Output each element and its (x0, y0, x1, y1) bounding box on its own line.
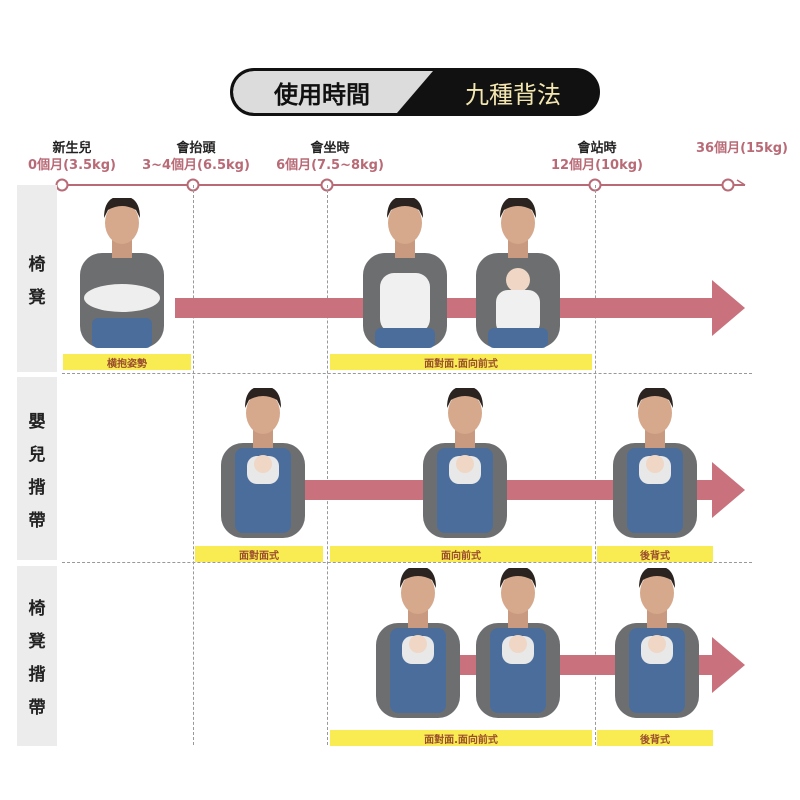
usage-time-title: 使用時間 (233, 71, 433, 113)
tag-face-in: 面對面式 (195, 546, 323, 562)
hipseat-face-out-figure (476, 568, 560, 718)
nine-ways-title: 九種背法 (465, 80, 561, 109)
tag-back-carry: 後背式 (597, 730, 713, 746)
row-label-hip-seat-carrier: 椅凳揹帶 (17, 566, 57, 746)
newborn-cradle-figure (80, 198, 164, 348)
timeline-arrow-icon (736, 179, 746, 186)
grid-line (193, 185, 194, 745)
row-label-baby-carrier: 嬰兒揹帶 (17, 377, 57, 560)
title-pill: 使用時間 九種背法 (230, 68, 600, 116)
tag-cradle-hold: 横抱姿勢 (63, 354, 191, 370)
stage-36-months: 36個月(15kg) (695, 141, 789, 156)
arrow-icon (300, 462, 745, 518)
row-label-stool: 椅凳 (17, 185, 57, 372)
arrow-icon (175, 280, 745, 336)
carrier-back-figure (613, 388, 697, 538)
hipseat-face-in-figure (376, 568, 460, 718)
carrier-face-in-figure (221, 388, 305, 538)
timeline-node (721, 178, 735, 192)
grid-line (327, 185, 328, 745)
arrow-icon (445, 637, 745, 693)
stool-face-out-figure (476, 198, 560, 348)
grid-line (62, 373, 752, 374)
tag-face-in-out: 面對面.面向前式 (330, 730, 592, 746)
tag-back-carry: 後背式 (597, 546, 713, 562)
stool-face-in-figure (363, 198, 447, 348)
tag-face-out: 面向前式 (330, 546, 592, 562)
grid-line (62, 562, 752, 563)
tag-face-in-out: 面對面.面向前式 (330, 354, 592, 370)
carrier-face-out-figure (423, 388, 507, 538)
hipseat-back-figure (615, 568, 699, 718)
grid-line (595, 185, 596, 745)
